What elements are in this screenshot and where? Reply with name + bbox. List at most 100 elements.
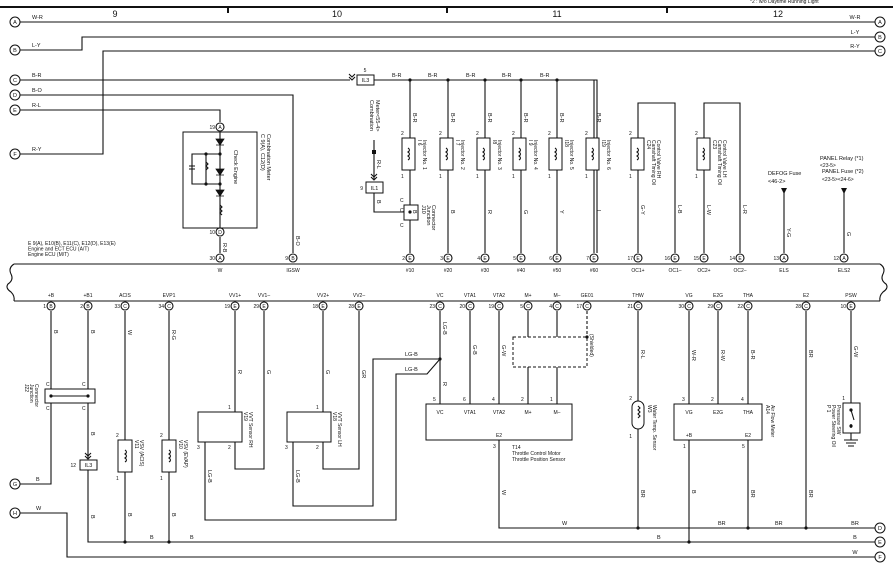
wire <box>20 311 52 485</box>
ecu-top-pin <box>405 257 415 263</box>
label: C24 <box>645 140 651 149</box>
label: 2 <box>316 445 319 451</box>
ecu-bottom-pin-num: 30 <box>678 304 684 310</box>
vvt-sensor-lh <box>286 411 332 443</box>
junction-dot <box>218 182 222 186</box>
label: I 9 <box>527 140 533 146</box>
ecu-bottom-pin <box>494 305 504 311</box>
label: <46-2> <box>768 179 785 185</box>
ecu-outline <box>14 263 880 302</box>
coil-icon <box>445 147 449 161</box>
label: J22 <box>23 384 29 392</box>
label: THA <box>743 410 754 416</box>
coil-icon <box>518 147 522 161</box>
ecu-bottom-pin-num: 29 <box>253 304 259 310</box>
ecu-bottom-pin-conn: E <box>262 304 266 310</box>
meter-pin-10-num: 10 <box>209 230 215 236</box>
ecu-top-pin-conn: A <box>842 256 846 262</box>
label: 1 <box>695 174 698 180</box>
label: Injector No. 6 <box>605 140 611 170</box>
section-tick <box>446 6 448 13</box>
note-text: *2 : w/o Daytime Running Light <box>750 0 819 5</box>
ecu-top-pin <box>552 253 562 259</box>
ecu-top-pin-num: 3 <box>440 256 443 262</box>
air-flow-meter-box <box>673 403 763 441</box>
ecu-bottom-pin-num: 34 <box>158 304 164 310</box>
left-connector-G-letter: G <box>13 482 17 488</box>
ecu-top-pin-conn: E <box>408 256 412 262</box>
ecu-top-pin-conn: E <box>555 256 559 262</box>
label: Y-G <box>785 228 791 237</box>
ocv-lh <box>696 137 711 171</box>
label: L <box>595 210 601 213</box>
water-temp-sensor <box>631 400 645 430</box>
ecu-top-pin-conn: E <box>636 256 640 262</box>
label: 1 <box>585 174 588 180</box>
label: Water Temp. Sensor <box>651 405 657 451</box>
label: B <box>657 535 661 541</box>
vvt-signal-wire <box>322 311 360 470</box>
section-tick <box>227 6 229 13</box>
ecu-top-pin-conn: A <box>218 256 222 262</box>
label: BR <box>851 521 859 527</box>
ecu-bottom-pin-num: 17 <box>576 304 582 310</box>
ecu-bottom-pin-num: 1 <box>43 304 46 310</box>
label: Connector <box>33 384 39 407</box>
label: T14 <box>512 445 521 451</box>
ecu-pin-name: W <box>218 268 223 274</box>
right-connector-A-letter: A <box>878 20 882 26</box>
shielded-wire-box <box>512 336 588 368</box>
label: Junction <box>28 384 34 403</box>
label: R-G <box>170 330 176 340</box>
wire-end <box>372 150 376 154</box>
wire <box>87 470 875 543</box>
injector-5 <box>548 137 563 171</box>
label: E2 <box>496 433 502 439</box>
label: IL1 <box>371 186 379 192</box>
ecu-pin-name: #30 <box>481 268 490 274</box>
ecu-bottom-pin <box>713 305 723 311</box>
label: I19 <box>600 140 606 147</box>
ecu-bottom-pin-conn: E <box>849 304 853 310</box>
label: B-R <box>502 73 512 79</box>
ecu-top-pin <box>633 253 643 259</box>
ecu-bottom-pin <box>120 305 130 311</box>
ecu-top-pin <box>735 253 745 259</box>
ecu-bottom-pin <box>164 301 174 307</box>
ecu-bottom-pin-conn: C <box>746 304 750 310</box>
thermistor-icon <box>637 405 641 419</box>
ocv-wire <box>637 102 676 253</box>
ecu-brace-left <box>6 263 15 302</box>
label: W <box>852 550 858 556</box>
ecu-bottom-pin-num: 29 <box>707 304 713 310</box>
label: G-W <box>852 346 858 358</box>
power-steering-oil-pressure-switch <box>842 402 861 434</box>
label: B <box>170 513 176 517</box>
ecu-bottom-pin <box>552 301 562 307</box>
ecu-bottom-pin <box>259 301 269 307</box>
ecu-bottom-pin <box>318 301 328 307</box>
ecu-top-pin-conn: E <box>673 256 677 262</box>
ecu-bottom-pin <box>120 301 130 307</box>
ecu-pin-name: VC <box>437 293 444 299</box>
ecu-pin-name: M+ <box>524 293 531 299</box>
label: B <box>150 535 154 541</box>
label: LG-B <box>206 470 212 483</box>
label: 9 <box>360 186 363 192</box>
label: I 7 <box>454 140 460 146</box>
ecu-pin-name: OC1– <box>668 268 681 274</box>
label: 2 <box>521 397 524 403</box>
label: VSV (EVAP) <box>182 440 188 468</box>
ecu-pin-name: #60 <box>590 268 599 274</box>
label: C <box>400 208 404 214</box>
ecu-pin-name: ACIS <box>119 293 131 299</box>
vvt-signal-wire <box>234 311 265 470</box>
ecu-label: E 9(A), E10(B), E11(C), E12(D), E13(E) <box>28 241 116 247</box>
capacitor-icon <box>189 165 195 170</box>
vvt-ground-wire <box>204 358 441 521</box>
label: 2 <box>629 396 632 402</box>
label: L-Y <box>851 30 860 36</box>
resistor-icon <box>219 204 223 216</box>
wire <box>373 193 410 213</box>
